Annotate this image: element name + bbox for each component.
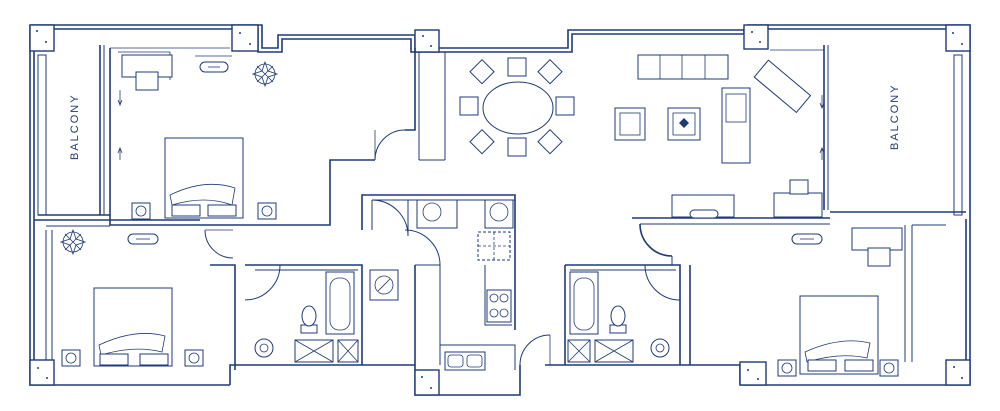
living-dining (418, 52, 830, 225)
balcony-right: BALCONY (770, 45, 966, 216)
bathroom-right (564, 264, 681, 365)
bathroom-left (244, 264, 399, 365)
structural-columns (29, 24, 971, 396)
balcony-left: BALCONY (37, 45, 230, 221)
entry-door (519, 256, 673, 366)
bedroom-bottom-left (34, 219, 236, 370)
kitchen (361, 194, 516, 371)
bedroom-top-left (109, 48, 416, 226)
plant-icon (251, 60, 279, 88)
dining-chairs (459, 57, 575, 157)
balcony-left-label: BALCONY (69, 93, 81, 160)
balcony-right-label: BALCONY (889, 83, 901, 150)
plant-icon (59, 228, 87, 256)
bedroom-bottom-right (639, 223, 946, 377)
